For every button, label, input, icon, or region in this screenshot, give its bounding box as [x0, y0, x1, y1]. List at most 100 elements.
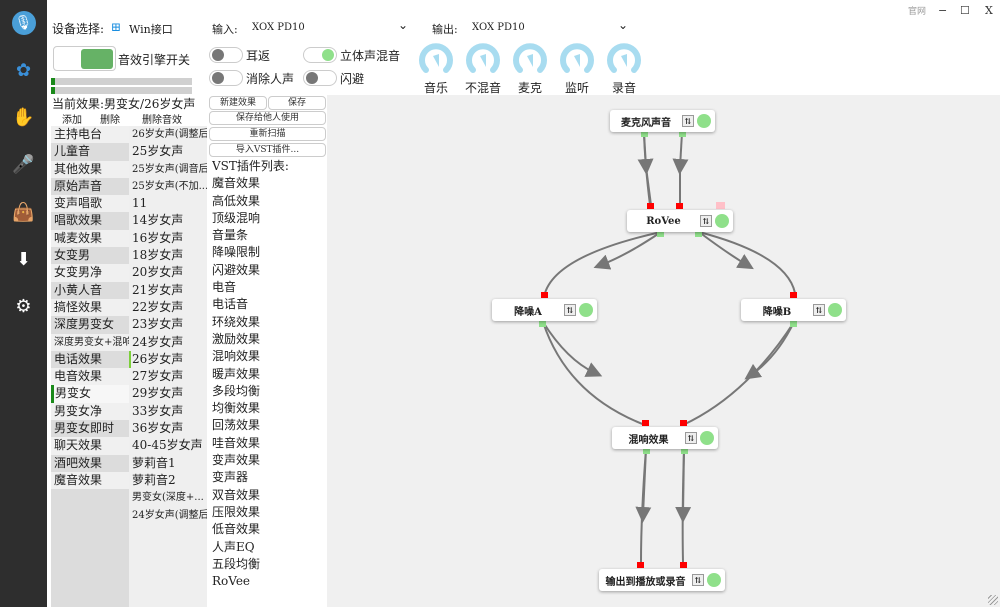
category-item[interactable]: 其他效果 [51, 160, 129, 178]
equalizer-icon[interactable]: ⇅ [692, 574, 704, 586]
mic-logo-icon[interactable]: 🎙 [0, 8, 47, 38]
node-enabled-indicator[interactable] [828, 303, 842, 317]
vst-plugin-item[interactable]: 激励效果 [212, 331, 261, 346]
preset-item[interactable]: 33岁女声 [132, 403, 184, 418]
vst-plugin-item[interactable]: 高低效果 [212, 193, 261, 208]
preset-item[interactable]: 萝莉音1 [132, 455, 176, 470]
vocal-removal-toggle[interactable] [209, 70, 243, 86]
vst-plugin-item[interactable]: 闪避效果 [212, 262, 261, 277]
preset-item[interactable]: 29岁女声 [132, 386, 184, 401]
hands-icon[interactable]: ✋ [12, 106, 35, 128]
rescan-button[interactable]: 重新扫描 [209, 127, 326, 141]
preset-item[interactable]: 27岁女声 [132, 369, 184, 384]
equalizer-icon[interactable]: ⇅ [564, 304, 576, 316]
monitor-toggle[interactable] [209, 47, 243, 63]
vst-plugin-item[interactable]: 电音 [212, 280, 237, 295]
gear-icon[interactable]: ⚙ [15, 295, 32, 317]
import-vst-button[interactable]: 导入VST插件... [209, 143, 326, 157]
equalizer-icon[interactable]: ⇅ [813, 304, 825, 316]
volume-knob[interactable] [464, 39, 502, 77]
ducking-toggle[interactable] [303, 70, 337, 86]
preset-item[interactable]: 18岁女声 [132, 248, 184, 263]
vst-plugin-item[interactable]: 暖声效果 [212, 366, 261, 381]
category-item[interactable]: 男变女 [51, 385, 129, 403]
preset-item[interactable]: 16岁女声 [132, 230, 184, 245]
preset-item[interactable]: 25岁女声 [132, 144, 184, 159]
vst-plugin-item[interactable]: 回荡效果 [212, 418, 261, 433]
stereo-mix-toggle[interactable] [303, 47, 337, 63]
vst-plugin-item[interactable]: 均衡效果 [212, 401, 261, 416]
preset-item[interactable]: 24岁女声 [132, 334, 184, 349]
delete-button[interactable]: 删除 [100, 115, 120, 126]
mic-icon[interactable]: 🎤 [12, 153, 35, 175]
equalizer-icon[interactable]: ⇅ [700, 215, 712, 227]
vst-plugin-item[interactable]: 变声效果 [212, 453, 261, 468]
preset-item[interactable]: 20岁女声 [132, 265, 184, 280]
node-noise-reduction-a[interactable]: 降噪A⇅ [492, 299, 597, 321]
category-item[interactable]: 儿童音 [51, 143, 129, 161]
equalizer-icon[interactable]: ⇅ [682, 115, 694, 127]
category-item[interactable]: 搞怪效果 [51, 298, 129, 317]
volume-knob[interactable] [417, 39, 455, 77]
node-enabled-indicator[interactable] [579, 303, 593, 317]
preset-item[interactable]: 26岁女声 [129, 350, 207, 369]
effect-graph-canvas[interactable]: 麦克风声音⇅ RoVee⇅ 降噪A⇅ 降噪B⇅ 混响效果⇅ 输出到播放或录音⇅ [327, 95, 1000, 607]
node-rovee[interactable]: RoVee⇅ [627, 210, 733, 232]
category-item[interactable]: 喊麦效果 [51, 229, 129, 248]
preset-item[interactable]: 22岁女声 [132, 299, 184, 314]
category-item[interactable]: 深度男变女+混响 [51, 333, 129, 351]
category-item[interactable]: 聊天效果 [51, 437, 129, 455]
category-item[interactable]: 深度男变女 [51, 316, 129, 334]
preset-item[interactable]: 26岁女声(调整后) [132, 129, 207, 140]
vst-plugin-item[interactable]: 魔音效果 [212, 176, 261, 191]
node-enabled-indicator[interactable] [700, 431, 714, 445]
output-chevron-down-icon[interactable]: ⌄ [618, 18, 629, 32]
category-item[interactable]: 变声唱歌 [51, 195, 129, 213]
equalizer-icon[interactable]: ⇅ [685, 432, 697, 444]
category-item[interactable]: 唱歌效果 [51, 212, 129, 230]
category-item[interactable]: 小黄人音 [51, 281, 129, 299]
node-reverb[interactable]: 混响效果⇅ [612, 427, 718, 449]
vst-plugin-item[interactable]: 电话音 [212, 297, 249, 312]
preset-item[interactable]: 36岁女声 [132, 421, 184, 436]
category-item[interactable]: 男变女净 [51, 402, 129, 421]
vst-plugin-item[interactable]: 混响效果 [212, 349, 261, 364]
website-link[interactable]: 官网 [908, 7, 927, 17]
category-item[interactable]: 主持电台 [51, 126, 129, 144]
new-effect-button[interactable]: 新建效果 [209, 96, 267, 110]
vst-plugin-item[interactable]: 哇音效果 [212, 435, 261, 450]
preset-item[interactable]: 23岁女声 [132, 317, 184, 332]
volume-knob[interactable] [605, 39, 643, 77]
category-item[interactable]: 女变男 [51, 247, 129, 265]
vst-plugin-item[interactable]: 双音效果 [212, 487, 261, 502]
preset-item[interactable]: 男变女(深度+... [132, 492, 204, 504]
save-button[interactable]: 保存 [268, 96, 326, 110]
input-chevron-down-icon[interactable]: ⌄ [398, 18, 409, 32]
category-item[interactable]: 魔音效果 [51, 471, 129, 490]
vst-plugin-item[interactable]: 降噪限制 [212, 245, 261, 260]
category-item[interactable]: 电音效果 [51, 368, 129, 386]
node-noise-reduction-b[interactable]: 降噪B⇅ [741, 299, 846, 321]
preset-item[interactable]: 萝莉音2 [132, 472, 176, 487]
category-item[interactable]: 原始声音 [51, 177, 129, 196]
vst-plugin-item[interactable]: 变声器 [212, 470, 249, 485]
device-select[interactable]: Win接口 [129, 23, 173, 36]
vst-plugin-item[interactable]: 顶级混响 [212, 210, 261, 225]
preset-item[interactable]: 24岁女声(调整后) [132, 509, 207, 521]
preset-item[interactable]: 11 [132, 196, 148, 211]
output-select[interactable]: XOX PD10 [472, 22, 525, 33]
share-button[interactable]: 保存给他人使用 [209, 111, 326, 125]
node-output[interactable]: 输出到播放或录音⇅ [599, 569, 725, 591]
maximize-button[interactable]: ☐ [960, 4, 970, 17]
category-item[interactable]: 电话效果 [51, 350, 129, 369]
resize-grip[interactable] [988, 595, 998, 605]
preset-item[interactable]: 40-45岁女声 [132, 438, 203, 453]
vst-plugin-item[interactable]: 低音效果 [212, 522, 261, 537]
add-button[interactable]: 添加 [62, 115, 82, 126]
vst-plugin-item[interactable]: 环绕效果 [212, 314, 261, 329]
delete-sound-button[interactable]: 删除音效 [142, 115, 182, 126]
shop-bag-icon[interactable]: 👜 [12, 201, 35, 223]
download-icon[interactable]: ⬇ [15, 248, 32, 270]
preset-item[interactable]: 25岁女声(不加... [132, 180, 207, 192]
vst-plugin-item[interactable]: 人声EQ [212, 539, 255, 554]
